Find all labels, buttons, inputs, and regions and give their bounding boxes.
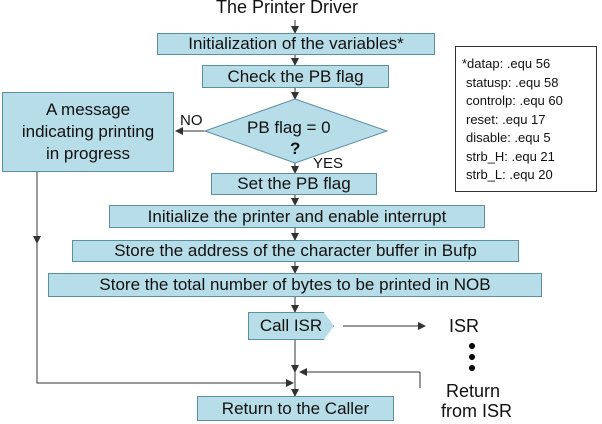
- step-store-address: Store the address of the character buffe…: [72, 240, 519, 262]
- ellipsis-dot-1: [469, 343, 475, 349]
- equate-line: disable: .equ 5: [466, 130, 551, 145]
- step-return-caller: Return to the Caller: [197, 396, 394, 421]
- label-return-line-1: Return: [446, 381, 501, 401]
- equate-line: controlp: .equ 60: [466, 93, 563, 108]
- label-yes: YES: [313, 155, 344, 172]
- equates-box: *datap: .equ 56 statusp: .equ 58 control…: [455, 46, 597, 192]
- step-check-pb-flag: Check the PB flag: [202, 65, 389, 88]
- equate-line: strb_L: .equ 20: [466, 167, 553, 182]
- step-set-pb-flag: Set the PB flag: [211, 173, 377, 195]
- message-box: A message indicating printing in progres…: [2, 92, 174, 172]
- equate-line: statusp: .equ 58: [466, 74, 559, 90]
- label-no: NO: [180, 112, 203, 129]
- label-isr: ISR: [449, 316, 480, 336]
- step-store-bytes: Store the total number of bytes to be pr…: [48, 273, 542, 297]
- decision-text: PB flag = 0: [247, 118, 331, 137]
- equate-line: reset: .equ 17: [466, 111, 546, 127]
- step-init-printer: Initialize the printer and enable interr…: [109, 205, 485, 228]
- ellipsis-dot-3: [469, 365, 475, 371]
- step-call-isr: Call ISR: [248, 312, 334, 340]
- message-line-1: A message: [45, 100, 131, 119]
- message-line-3: in progress: [45, 144, 131, 163]
- message-line-2: indicating printing: [21, 122, 155, 141]
- decision-question: ?: [290, 139, 301, 158]
- equate-line: strb_H: .equ 21: [466, 148, 555, 164]
- label-return-line-2: from ISR: [441, 401, 513, 421]
- equate-line: *datap: .equ 56: [462, 56, 551, 71]
- ellipsis-dot-2: [469, 354, 475, 360]
- decision-diamond: [203, 98, 389, 164]
- step-init-variables: Initialization of the variables*: [157, 33, 435, 55]
- diagram-title: The Printer Driver: [216, 0, 359, 17]
